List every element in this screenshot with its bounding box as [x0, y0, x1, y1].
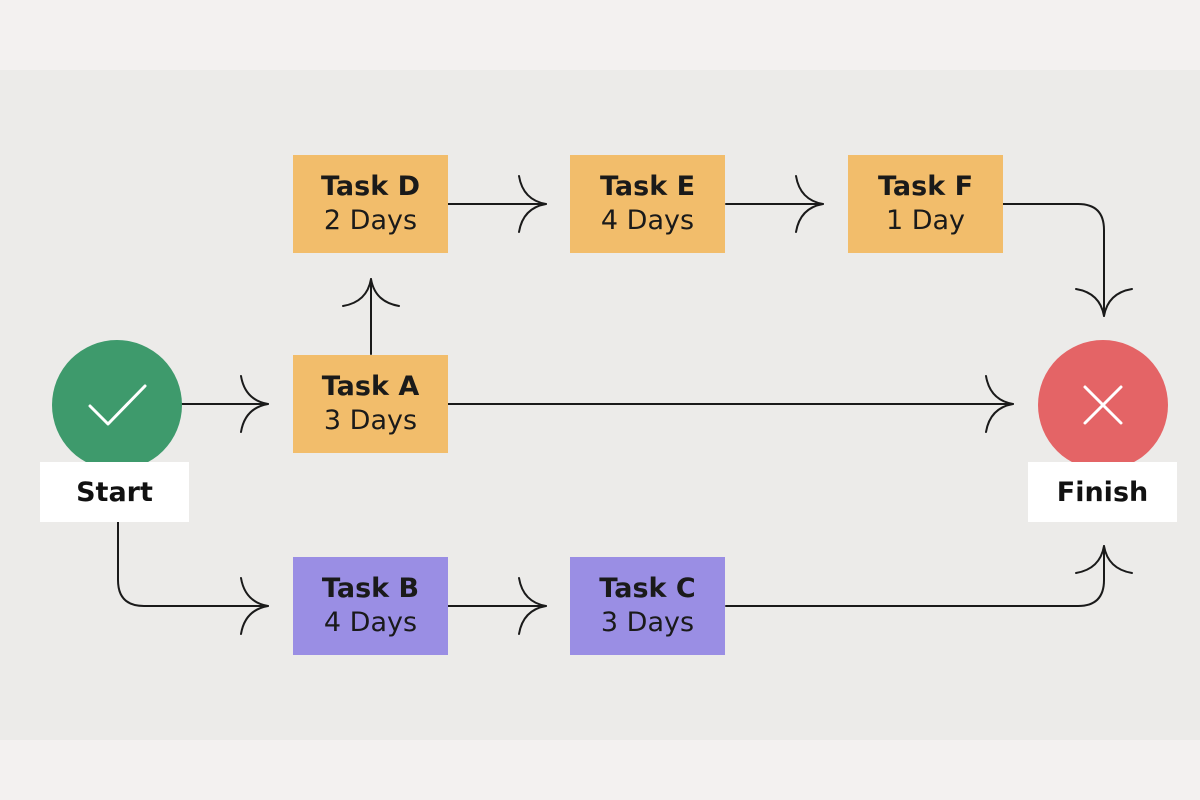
arrow-start-to-task-b	[117, 521, 269, 635]
close-icon	[1083, 385, 1123, 425]
check-icon	[88, 384, 147, 426]
task-c-name: Task C	[599, 573, 696, 604]
task-b: Task B 4 Days	[293, 557, 448, 655]
arrow-task-b-to-task-c	[447, 577, 547, 635]
finish-label-text: Finish	[1056, 476, 1149, 508]
task-a-duration: 3 Days	[323, 405, 418, 436]
arrow-task-a-to-finish	[447, 375, 1014, 433]
start-label-text: Start	[76, 476, 153, 508]
start-node	[52, 340, 182, 470]
task-d: Task D 2 Days	[293, 155, 448, 253]
arrow-task-a-to-task-d	[342, 278, 400, 355]
task-b-name: Task B	[321, 573, 420, 604]
task-e-duration: 4 Days	[600, 205, 695, 236]
arrow-task-d-to-task-e	[447, 175, 547, 233]
arrow-task-f-to-finish	[1002, 203, 1133, 317]
task-f-duration: 1 Day	[885, 205, 966, 236]
arrow-task-e-to-task-f	[725, 175, 824, 233]
task-a-name: Task A	[321, 371, 420, 402]
task-e: Task E 4 Days	[570, 155, 725, 253]
task-d-duration: 2 Days	[323, 205, 418, 236]
task-f: Task F 1 Day	[848, 155, 1003, 253]
task-b-duration: 4 Days	[323, 607, 418, 638]
task-e-name: Task E	[599, 171, 696, 202]
arrow-task-c-to-finish	[725, 545, 1133, 607]
finish-label: Finish	[1028, 462, 1177, 522]
arrow-start-to-task-a	[179, 375, 269, 433]
task-c: Task C 3 Days	[570, 557, 725, 655]
task-a: Task A 3 Days	[293, 355, 448, 453]
start-label: Start	[40, 462, 189, 522]
task-c-duration: 3 Days	[600, 607, 695, 638]
task-d-name: Task D	[321, 171, 420, 202]
finish-node	[1038, 340, 1168, 470]
task-f-name: Task F	[877, 171, 974, 202]
